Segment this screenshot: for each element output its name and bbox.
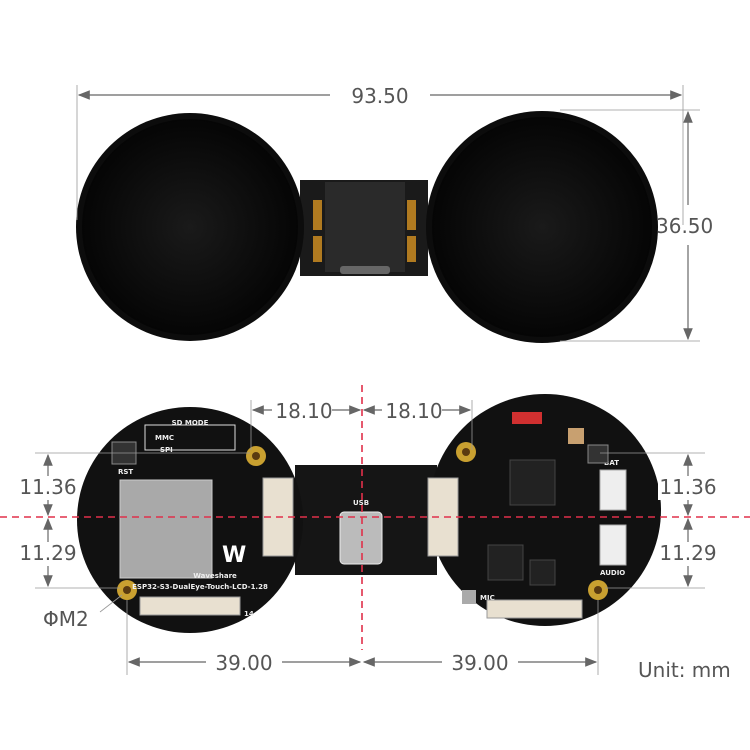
lower-hole-right-label: 11.29	[659, 541, 716, 565]
audio-label: AUDIO	[600, 569, 625, 577]
model-label: ESP32-S3-DualEye-Touch-LCD-1.28	[132, 583, 268, 591]
audio-connector	[599, 524, 627, 566]
spi-label: SPI	[160, 446, 173, 454]
overall-width-label: 93.50	[351, 84, 408, 108]
front-view	[76, 111, 658, 343]
sd-mode-switch	[144, 424, 236, 451]
usb-label: USB	[353, 499, 369, 507]
pin14-label: 14	[244, 610, 254, 618]
usb-c-connector	[339, 511, 383, 565]
center-to-fpc-left-label: 18.10	[275, 399, 332, 423]
microphone	[462, 590, 476, 604]
upper-hole-right-label: 11.36	[659, 475, 716, 499]
connector-14pin-left	[139, 596, 241, 616]
hole-span-left-label: 39.00	[215, 651, 272, 675]
right-display-screen	[432, 117, 652, 337]
unit-label: Unit: mm	[638, 658, 731, 682]
rst-label: RST	[118, 468, 133, 476]
sd-mode-label: SD MODE	[172, 419, 209, 427]
brand-label: Waveshare	[193, 572, 237, 580]
connector-14pin-right	[486, 599, 583, 619]
lower-hole-left-label: 11.29	[19, 541, 76, 565]
audio-codec-chip	[487, 544, 524, 581]
usb-c-port	[340, 266, 390, 274]
battery-holder	[512, 412, 542, 424]
sd-card-slot	[119, 479, 213, 579]
waveshare-logo: W	[222, 543, 246, 568]
upper-hole-left-label: 11.36	[19, 475, 76, 499]
antenna-connector	[568, 428, 584, 444]
esp32-s3-chip	[509, 459, 556, 506]
hole-size-label: ΦM2	[43, 607, 89, 631]
left-display-screen	[82, 119, 298, 335]
back-view-pcb: SD MODE MMC SPI RST 14 W Waveshare ESP32…	[77, 394, 661, 633]
height-label: 36.50	[656, 214, 713, 238]
bat-connector	[599, 469, 627, 511]
mic-label: MIC	[480, 594, 495, 602]
center-to-fpc-right-label: 18.10	[385, 399, 442, 423]
mmc-label: MMC	[155, 434, 174, 442]
hole-span-right-label: 39.00	[451, 651, 508, 675]
boot-button	[587, 444, 609, 464]
bat-label: BAT	[604, 459, 619, 467]
